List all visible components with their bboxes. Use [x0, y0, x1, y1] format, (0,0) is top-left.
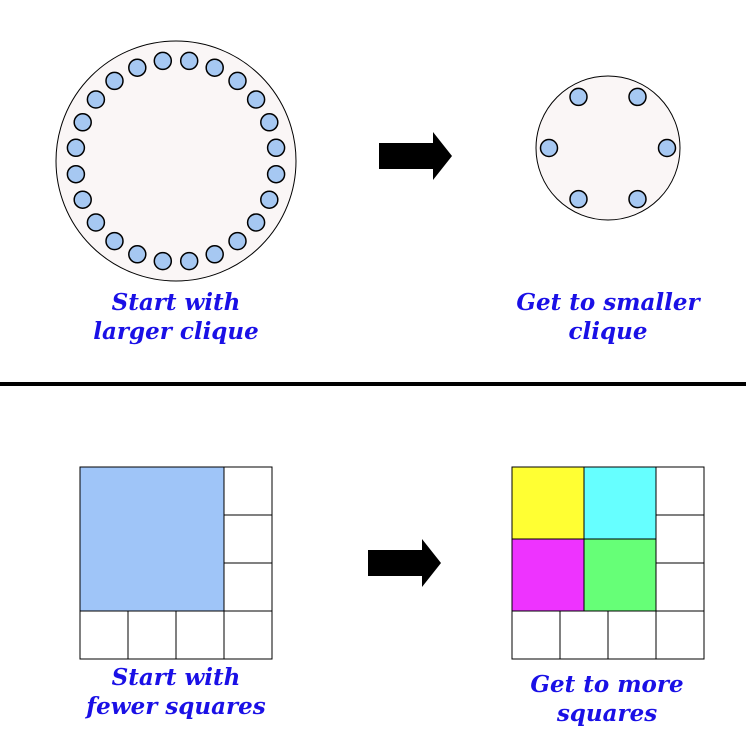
- small-square: [127, 610, 177, 660]
- more-squares-grid: [511, 466, 705, 660]
- green-square: [583, 538, 657, 612]
- clique-node: [73, 190, 92, 209]
- clique-node: [66, 164, 86, 184]
- clique-node: [205, 58, 224, 77]
- clique-node: [153, 51, 173, 71]
- cyan-square: [583, 466, 657, 540]
- clique-node: [260, 190, 279, 209]
- small-square: [655, 562, 705, 612]
- small-square: [223, 514, 273, 564]
- caption-line: squares: [556, 700, 658, 727]
- clique-node: [628, 189, 647, 209]
- caption-line: Start with: [111, 664, 241, 691]
- clique-node: [228, 231, 247, 251]
- clique-node: [539, 138, 559, 158]
- clique-node: [246, 213, 266, 232]
- large-clique: [55, 40, 297, 282]
- clique-node: [128, 245, 147, 264]
- clique-node: [246, 90, 266, 109]
- small-square: [223, 610, 273, 660]
- clique-node: [179, 51, 199, 71]
- clique-node: [628, 87, 647, 107]
- clique-node: [73, 113, 92, 132]
- yellow-square: [511, 466, 585, 540]
- small-square: [559, 610, 609, 660]
- small-square: [655, 610, 705, 660]
- clique-node: [657, 138, 677, 158]
- clique-node: [153, 251, 173, 271]
- clique-node: [266, 138, 286, 158]
- clique-node: [266, 164, 286, 184]
- bottom-arrow: [368, 539, 441, 587]
- clique-node: [86, 213, 106, 232]
- clique-node: [179, 251, 199, 271]
- caption-line: clique: [568, 318, 648, 345]
- small-square: [79, 610, 129, 660]
- clique-node: [105, 231, 124, 251]
- caption-line: Get to smaller: [516, 289, 700, 316]
- clique-node: [205, 245, 224, 264]
- caption-start-larger-clique: Start with larger clique: [76, 288, 276, 346]
- caption-line: larger clique: [93, 318, 259, 345]
- caption-line: Get to more: [530, 671, 684, 698]
- small-square: [511, 610, 561, 660]
- magenta-square: [511, 538, 585, 612]
- large-clique-circle: [55, 40, 297, 282]
- caption-start-fewer-squares: Start with fewer squares: [66, 663, 286, 721]
- clique-node: [86, 90, 106, 109]
- small-square: [655, 514, 705, 564]
- caption-line: Start with: [111, 289, 241, 316]
- small-square: [223, 562, 273, 612]
- clique-node: [228, 71, 247, 91]
- small-square: [223, 466, 273, 516]
- clique-node: [260, 113, 279, 132]
- caption-line: fewer squares: [86, 693, 266, 720]
- clique-node: [569, 189, 588, 209]
- small-clique-circle: [535, 75, 681, 221]
- clique-node: [569, 87, 588, 107]
- top-arrow: [379, 132, 452, 180]
- caption-more-squares: Get to more squares: [497, 670, 717, 728]
- small-square: [655, 466, 705, 516]
- small-square: [175, 610, 225, 660]
- small-clique: [535, 75, 681, 221]
- clique-node: [105, 71, 124, 91]
- caption-smaller-clique: Get to smaller clique: [488, 288, 728, 346]
- small-square: [607, 610, 657, 660]
- fewer-squares-grid: [79, 466, 273, 660]
- big-square: [79, 466, 225, 612]
- clique-node: [66, 138, 86, 158]
- clique-node: [128, 58, 147, 77]
